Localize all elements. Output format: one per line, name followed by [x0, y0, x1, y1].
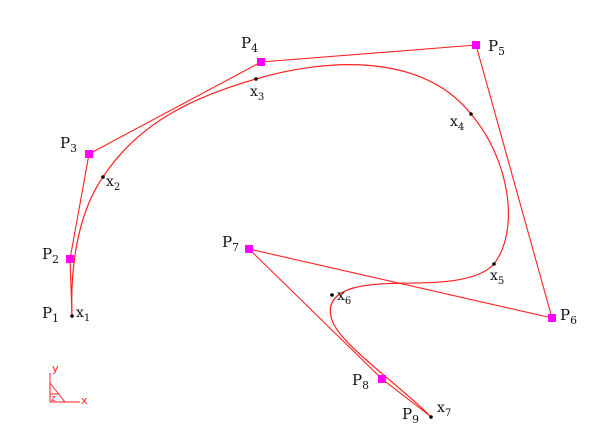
- axis-x-label: x: [81, 394, 88, 407]
- control-point-label: P3: [60, 134, 77, 155]
- control-point-marker: [257, 58, 265, 66]
- spline-curve: [71, 64, 510, 418]
- control-point-marker: [548, 314, 556, 322]
- data-point-label: x2: [106, 174, 120, 193]
- data-point-marker: [492, 262, 496, 266]
- control-point-marker: [85, 150, 93, 158]
- data-points: x1 x2 x3 x4 x5 x6 x7: [70, 77, 504, 419]
- data-point-label: x1: [76, 305, 90, 324]
- axis-y-label: y: [52, 362, 59, 375]
- data-point-label: x3: [250, 84, 264, 103]
- control-point-marker: [245, 245, 253, 253]
- control-point-label: P2: [42, 245, 59, 266]
- control-point-marker: [472, 41, 480, 49]
- control-point-label: P7: [222, 233, 239, 254]
- control-point-label: P8: [352, 371, 369, 392]
- data-point-label: x5: [490, 268, 504, 287]
- control-point-label: P1: [42, 304, 59, 325]
- control-polygon: [69, 44, 553, 417]
- data-point-label: x6: [337, 288, 351, 307]
- data-point-marker: [429, 415, 433, 419]
- control-polygon-segment: [248, 248, 383, 380]
- control-polygon-segment: [475, 44, 553, 319]
- control-point-label: P6: [560, 306, 577, 327]
- control-point-label: P9: [402, 405, 419, 426]
- data-point-marker: [330, 293, 334, 297]
- data-point-label: x4: [450, 114, 464, 133]
- data-point-marker: [254, 77, 258, 81]
- control-point-marker: [378, 375, 386, 383]
- data-point-marker: [70, 314, 74, 318]
- data-point-label: x7: [437, 400, 451, 419]
- control-polygon-segment: [381, 378, 431, 417]
- control-point-marker: [66, 255, 74, 263]
- control-polygon-segment: [260, 44, 477, 63]
- control-polygon-segment: [88, 61, 262, 155]
- control-polygon-segment: [69, 153, 90, 260]
- data-point-marker: [101, 175, 105, 179]
- data-point-marker: [469, 112, 473, 116]
- control-point-label: P4: [241, 34, 258, 55]
- axis-triad-icon: y z x: [49, 362, 88, 407]
- axis-y-line: [49, 373, 80, 403]
- axis-diagonal: [49, 382, 66, 403]
- axis-z-label: z: [51, 394, 56, 404]
- control-point-label: P5: [488, 37, 505, 58]
